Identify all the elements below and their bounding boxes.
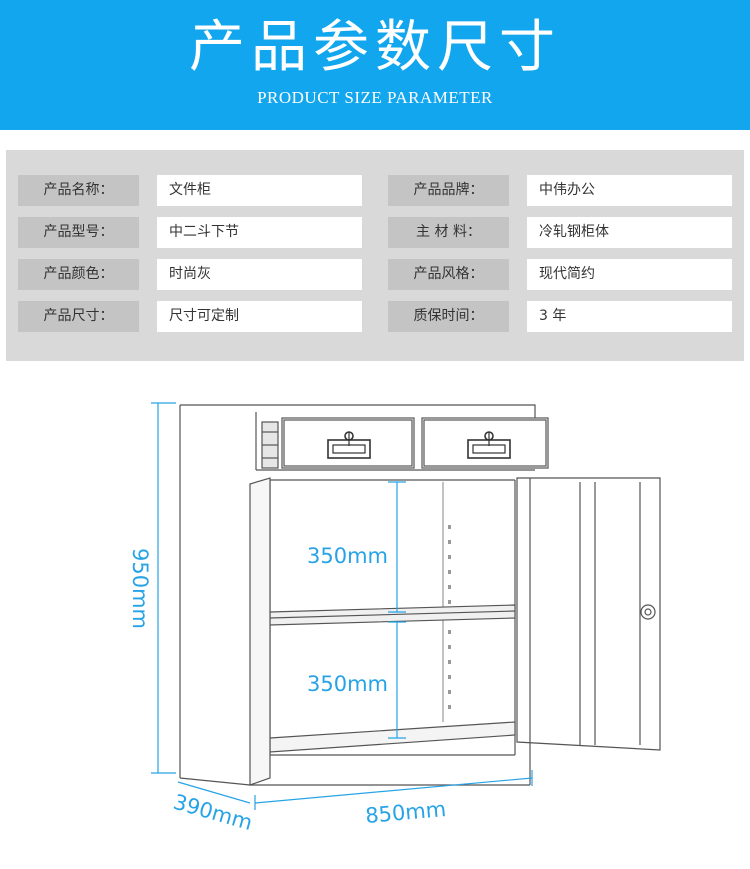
param-value-brand: 中伟办公 [527, 175, 732, 206]
upper-compartment-label: 350mm [307, 544, 388, 568]
dimension-lines [151, 402, 533, 810]
depth-dimension-label: 390mm [171, 790, 255, 835]
width-dimension-label: 850mm [364, 797, 447, 828]
param-label-warranty: 质保时间： [388, 301, 509, 332]
param-label-color: 产品颜色： [18, 259, 139, 290]
page-subtitle: PRODUCT SIZE PARAMETER [257, 88, 493, 107]
param-label-model: 产品型号： [18, 217, 139, 248]
param-value-size: 尺寸可定制 [157, 301, 362, 332]
param-label-brand: 产品品牌： [388, 175, 509, 206]
param-value-model: 中二斗下节 [157, 217, 362, 248]
cabinet-top-edge [180, 404, 536, 420]
param-label-name: 产品名称： [18, 175, 139, 206]
left-door [249, 477, 271, 786]
param-value-style: 现代简约 [527, 259, 732, 290]
param-label-material: 主 材 料： [388, 217, 509, 248]
header-banner: 产品参数尺寸 PRODUCT SIZE PARAMETER [0, 0, 750, 130]
lower-compartment-label: 350mm [307, 672, 388, 696]
param-value-warranty: 3 年 [527, 301, 732, 332]
param-value-name: 文件柜 [157, 175, 362, 206]
right-door [516, 477, 661, 751]
drawer-left [281, 417, 415, 469]
cabinet-drawing: 950mm 350mm 350mm 390mm 850mm [128, 402, 661, 835]
lock-icon [640, 604, 656, 620]
param-label-size: 产品尺寸： [18, 301, 139, 332]
page-title: 产品参数尺寸 [189, 15, 561, 80]
parameter-table: 产品名称： 文件柜 产品品牌： 中伟办公 产品型号： 中二斗下节 主 材 料： … [6, 150, 744, 361]
param-label-style: 产品风格： [388, 259, 509, 290]
param-value-material: 冷轧钢柜体 [527, 217, 732, 248]
drawer-right [421, 417, 549, 469]
param-value-color: 时尚灰 [157, 259, 362, 290]
height-dimension-label: 950mm [128, 548, 152, 629]
